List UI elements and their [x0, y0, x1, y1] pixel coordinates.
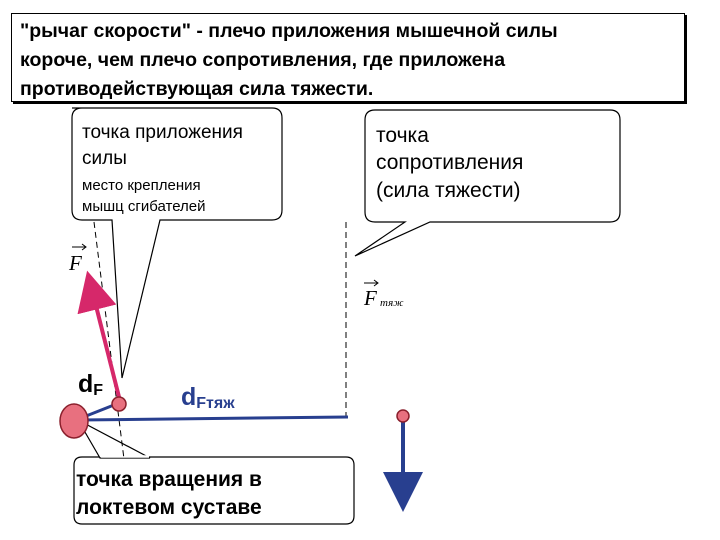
lever-to-resistance	[79, 415, 349, 422]
title-line-1: "рычаг скорости" - плечо приложения мыше…	[20, 20, 558, 42]
application-callout-sub-line-2: мышц сгибателей	[82, 198, 206, 215]
application-callout-bubble	[71, 107, 283, 379]
title-box: "рычаг скорости" - плечо приложения мыше…	[11, 13, 685, 102]
application-callout-line-1: точка приложения	[82, 122, 243, 143]
application-callout-sub-line-1: место крепления	[82, 177, 201, 194]
pivot-callout-line-1: точка вращения в	[76, 468, 262, 491]
resistance-callout-line-3: (сила тяжести)	[376, 179, 521, 202]
application-point-dot	[111, 396, 127, 412]
application-callout-line-2: силы	[82, 148, 127, 169]
gravity-force-label: F	[363, 286, 377, 310]
gravity-arm-label: dFтяж	[181, 383, 235, 412]
pivot-callout-line-2: локтевом суставе	[76, 496, 262, 519]
resistance-point-dot	[396, 409, 410, 423]
pivot-callout-pointer	[76, 418, 151, 459]
elbow-joint	[59, 403, 89, 439]
force-arm-label: dF	[78, 370, 103, 399]
muscle-force-arrow	[77, 270, 121, 398]
pivot-callout-bubble	[73, 456, 355, 525]
resistance-callout-line-1: точка	[376, 124, 429, 147]
gravity-force-subscript: тяж	[380, 297, 404, 309]
title-line-3: противодействующая сила тяжести.	[20, 78, 374, 100]
title-line-2: короче, чем плечо сопротивления, где при…	[20, 49, 506, 71]
resistance-callout-bubble	[354, 109, 621, 257]
force-label: F	[68, 251, 82, 275]
resistance-callout-line-2: сопротивления	[376, 151, 524, 174]
